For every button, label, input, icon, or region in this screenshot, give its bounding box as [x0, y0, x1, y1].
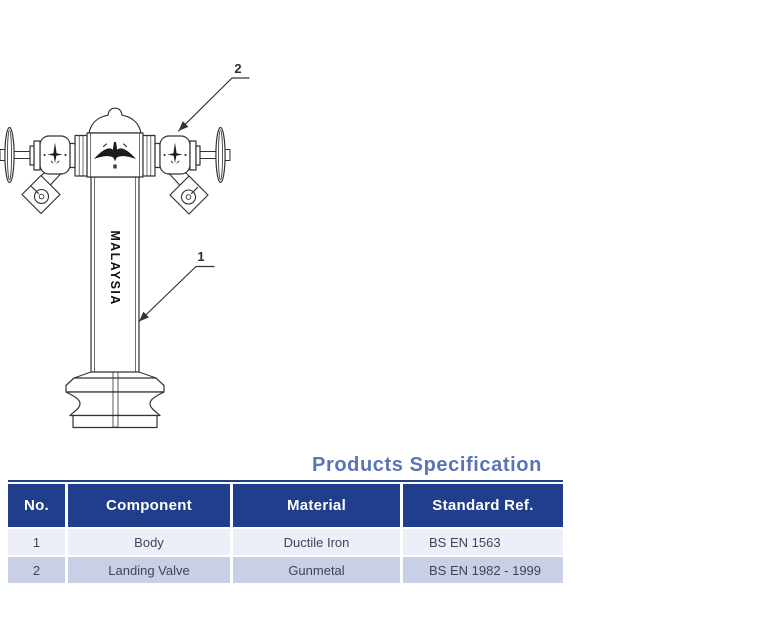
section-title: Products Specification — [312, 454, 542, 476]
pillar-hydrant-technical-drawing: MALAYSIA 2 1 — [0, 61, 250, 429]
callout-body-label: 1 — [197, 249, 204, 264]
valve-star-mark — [43, 142, 67, 164]
cell-standard-ref: BS EN 1982 - 1999 — [403, 557, 563, 583]
left-body-flange — [69, 134, 88, 177]
cell-no: 2 — [8, 557, 65, 583]
right-handwheel — [189, 126, 231, 184]
callout-valve-label: 2 — [234, 61, 241, 76]
right-landing-valve — [159, 135, 191, 175]
callout-body: 1 — [138, 249, 215, 323]
header-material: Material — [233, 484, 400, 527]
table-row: 2 Landing Valve Gunmetal BS EN 1982 - 19… — [8, 557, 563, 583]
left-landing-valve — [39, 135, 71, 175]
cell-component: Body — [68, 529, 230, 555]
table-row: 1 Body Ductile Iron BS EN 1563 — [8, 529, 563, 555]
cell-component: Landing Valve — [68, 557, 230, 583]
valve-star-mark — [163, 142, 187, 164]
cell-standard-ref: BS EN 1563 — [403, 529, 563, 555]
header-no: No. — [8, 484, 65, 527]
base-center-detail — [112, 371, 119, 428]
spec-table: No. Component Material Standard Ref. 1 B… — [8, 480, 563, 583]
column-brand-text: MALAYSIA — [108, 230, 122, 305]
left-handwheel — [0, 126, 41, 184]
hydrant-base — [65, 371, 165, 429]
right-outlet-cap — [169, 175, 209, 215]
cell-material: Ductile Iron — [233, 529, 400, 555]
table-header-row: No. Component Material Standard Ref. — [8, 484, 563, 527]
pillar-column — [90, 176, 140, 373]
right-body-flange — [142, 134, 161, 177]
header-component: Component — [68, 484, 230, 527]
callout-valve: 2 — [177, 61, 250, 132]
brand-logo — [94, 142, 136, 169]
cell-material: Gunmetal — [233, 557, 400, 583]
header-standard-ref: Standard Ref. — [403, 484, 563, 527]
left-outlet-cap — [21, 174, 61, 215]
cell-no: 1 — [8, 529, 65, 555]
table-top-rule — [8, 480, 563, 482]
